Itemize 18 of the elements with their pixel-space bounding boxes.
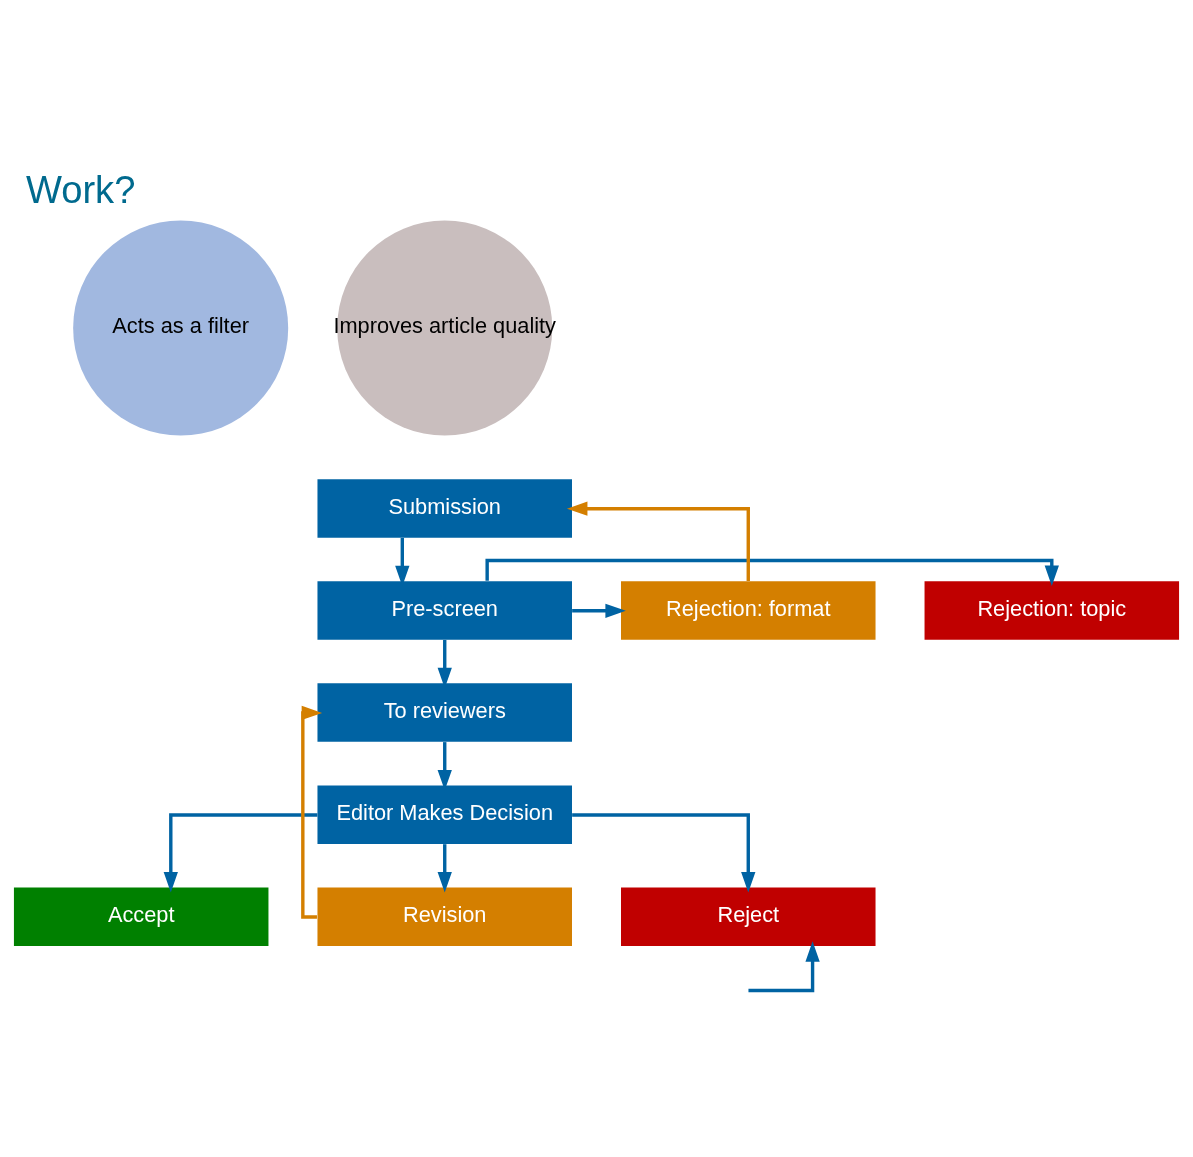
arrow (572, 812, 756, 892)
node-box: Rejection: topic (924, 580, 1180, 640)
arrow (567, 501, 750, 581)
node-box: Revision (317, 887, 572, 946)
node-circle: Acts as a filter (73, 220, 289, 436)
arrow (437, 843, 452, 892)
diagram-title: Work? (25, 168, 136, 211)
arrow (572, 603, 626, 618)
node-box: Accept (13, 887, 269, 946)
arrow (163, 812, 318, 892)
arrow (748, 940, 820, 992)
node-box: Pre-screen (317, 580, 572, 640)
node-box: Submission (317, 478, 572, 538)
node-box: Rejection: format (621, 580, 876, 640)
node-box: Reject (621, 887, 876, 946)
node-box: To reviewers (317, 682, 572, 742)
node-box: Editor Makes Decision (317, 784, 572, 844)
arrow (301, 705, 323, 919)
